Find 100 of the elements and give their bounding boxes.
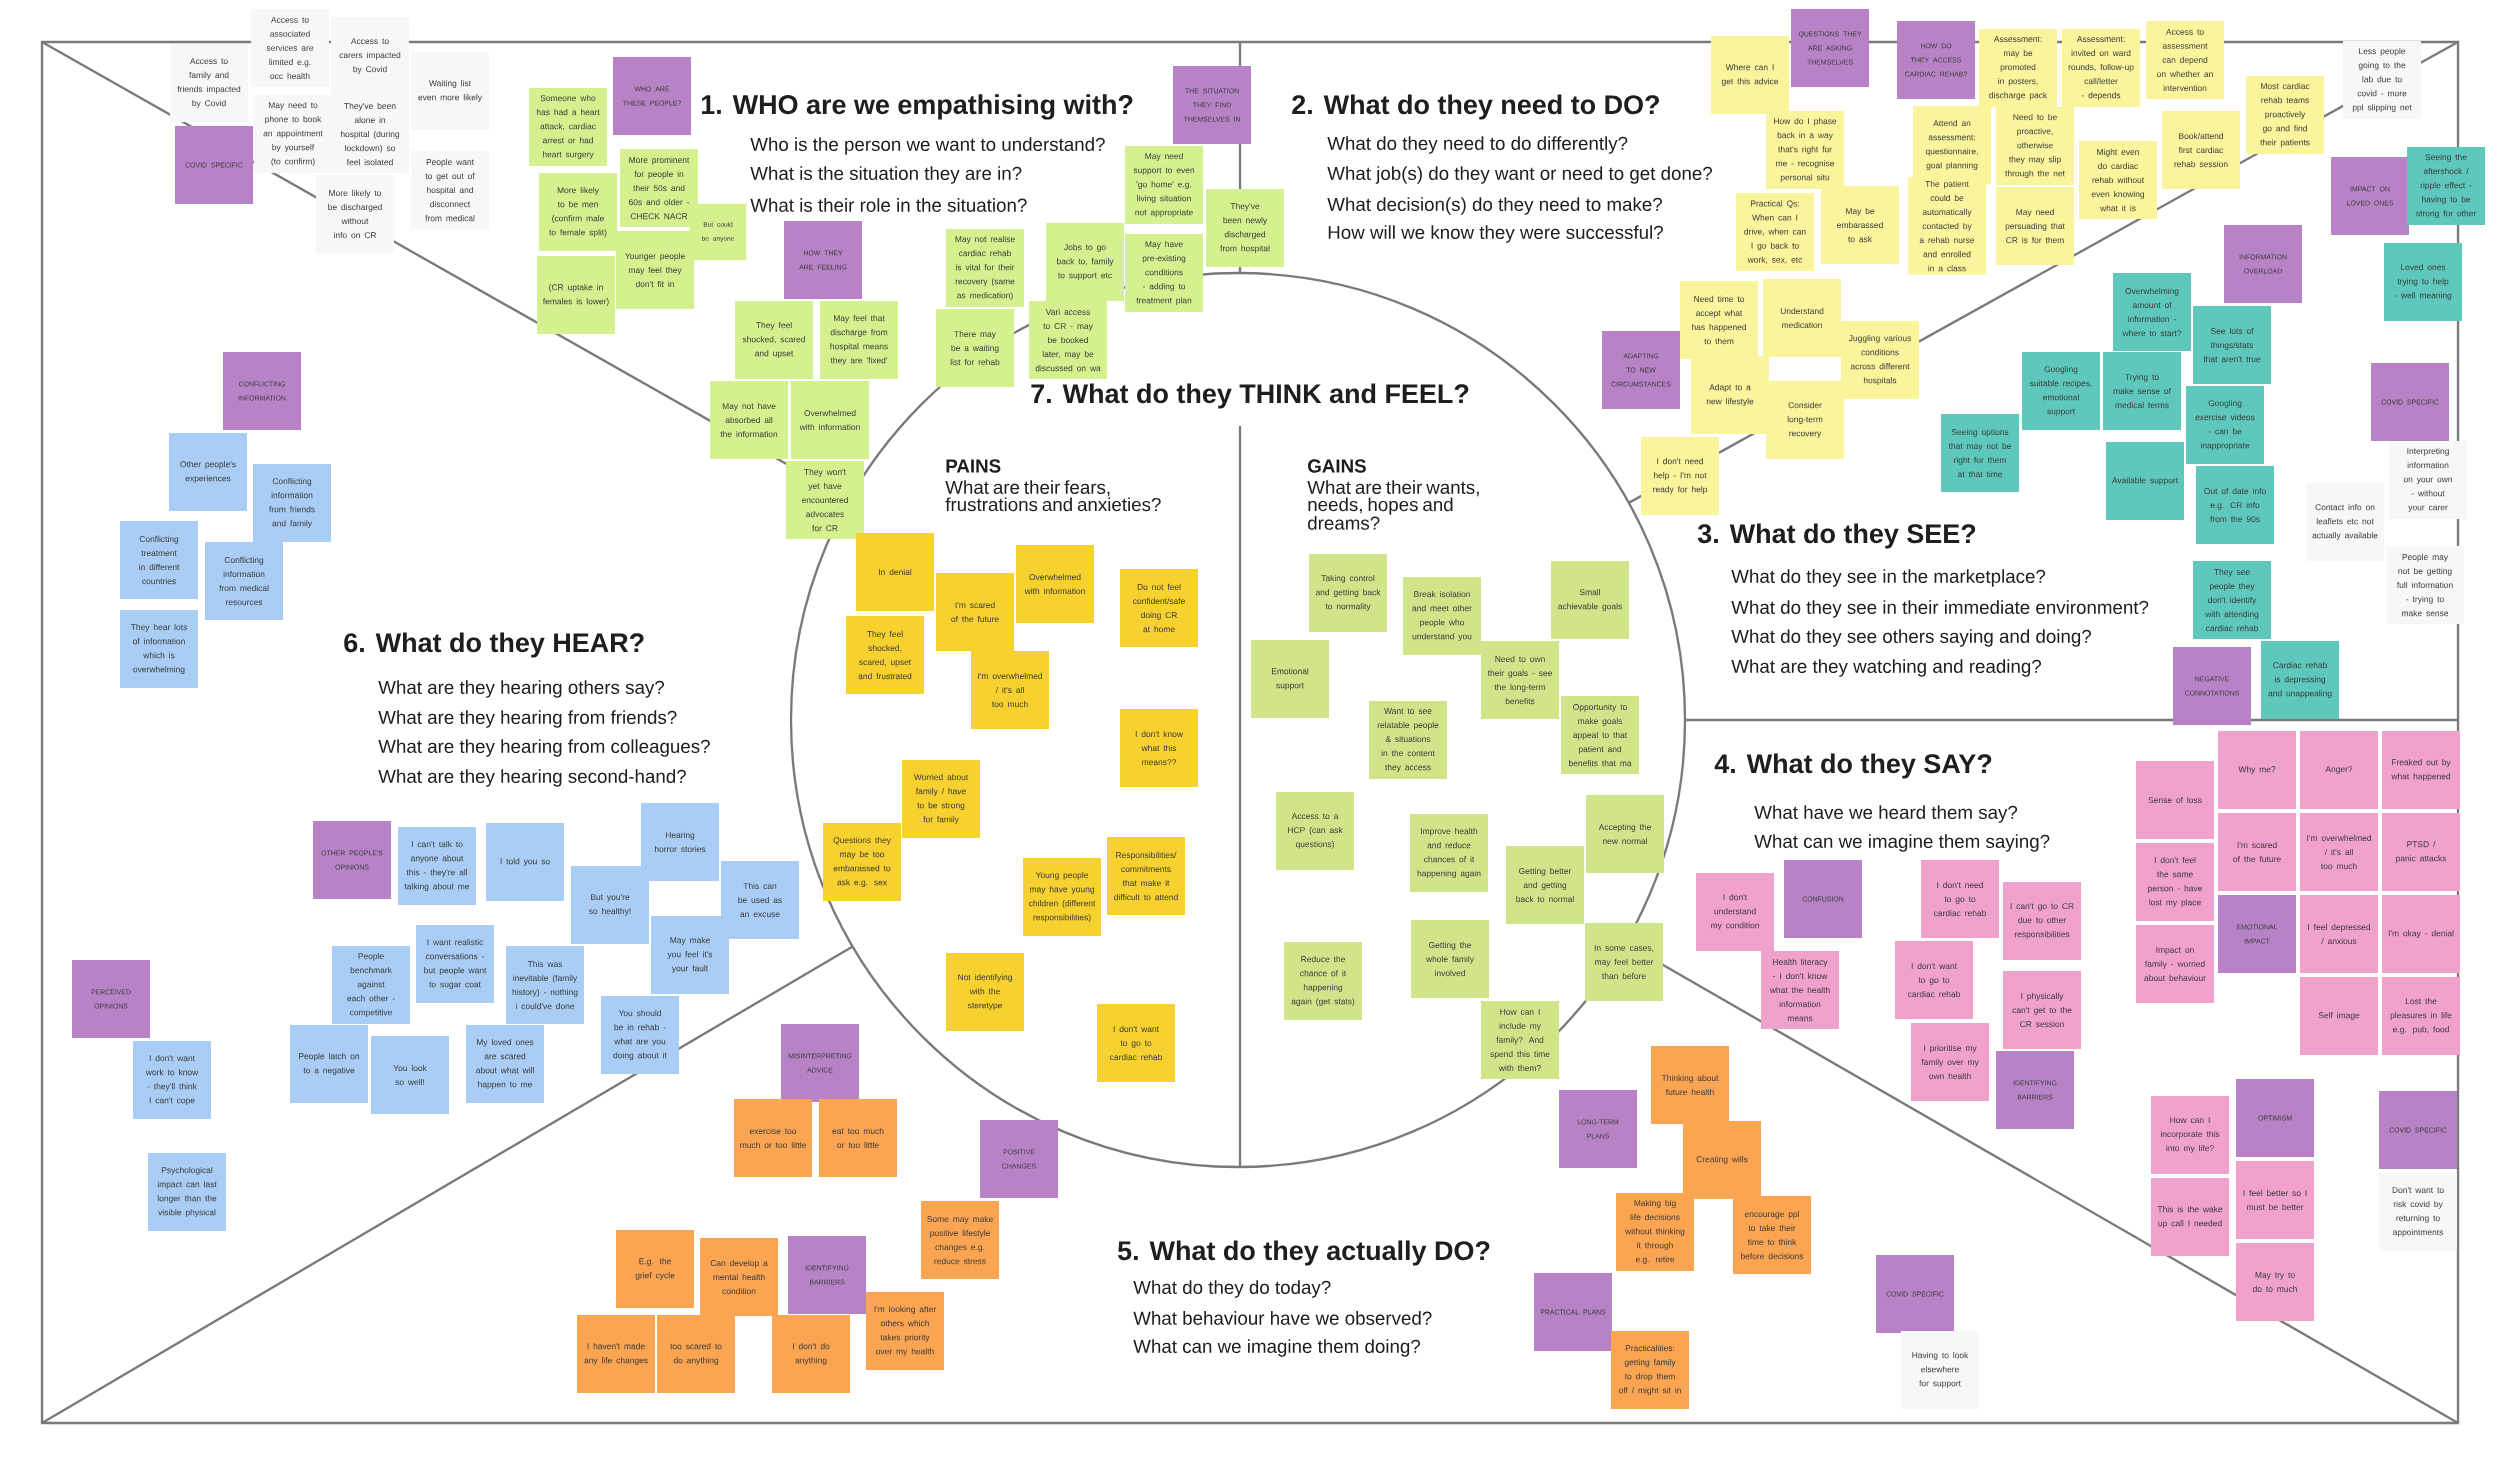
sticky-note: Need to be proactive, otherwise they may slip through the net [1996,107,2074,185]
sticky-note: Young people may have young children (different responsibilities) [1023,858,1101,936]
prompt-question: What do they see in the marketplace? [1731,569,2046,587]
sticky-note: Impact on family - worried about behaviour [2136,925,2214,1003]
sticky-note: Conflicting information from medical resources [205,542,283,620]
sticky-note: They see people they don't identify with attending cardiac rehab [2193,561,2271,639]
prompt-question: What is their role in the situation? [750,198,1027,212]
sticky-note: May not realise cardiac rehab is vital for their recovery (same as medication) [946,229,1024,307]
sticky-note: I don't need to go to cardiac rehab [1921,860,1999,938]
section-heading: 1. WHO are we empathising with? [701,94,1133,120]
sticky-note: Opportunity to make goals appeal to that patient and benefits that ma [1561,696,1639,774]
prompt-question: What are they watching and reading? [1731,659,2041,677]
sticky-note: Googling exercise videos - can be inappropriate [2186,386,2264,464]
sticky-note: Consider long-term recovery [1766,381,1844,459]
sticky-note: Contact info on leaflets etc not actually available [2306,483,2384,561]
sticky-note: More likely to be men (confirm male to female split) [539,173,617,251]
sticky-note: I'm overwhelmed / it's all too much [971,651,1049,729]
sticky-note: May need support to even 'go home' e.g. living situation not appropriate [1125,146,1203,224]
sticky-note: Practical Qs: When can I drive, when can I go back to work, sex, etc [1736,193,1814,271]
prompt-question: What can we imagine them saying? [1754,834,2050,852]
sticky-note: Most cardiac rehab teams proactively go and find their patients [2246,76,2324,154]
subheading: GAINS [1308,459,1366,473]
sticky-note: Less people going to the lab due to covid - more ppl slipping net [2343,41,2421,119]
prompt-question: How will we know they were successful? [1328,225,1663,243]
sticky-note: Worried about family / have to be strong for family [902,760,980,838]
sticky-note: I can't talk to anyone about this - they're all talking about me [398,827,476,905]
sticky-note: Health literacy - I don't know what the health information means [1761,951,1839,1029]
sticky-note: People benchmark against each other - competitive [332,946,410,1024]
sticky-note: I'm scared of the future [936,573,1014,651]
prompt-question: What are they hearing others say? [378,680,665,698]
sticky-note: Conflicting information from friends and family [253,464,331,542]
sticky-note: Assessment: may be promoted in posters, discharge pack [1979,29,2057,107]
sticky-note: Creating wills [1683,1121,1761,1199]
sticky-note: This is the wake up call I needed [2151,1178,2229,1256]
sticky-note: Interpreting information on your own - without your carer [2389,441,2467,519]
sticky-note: Jobs to go back to, family to support etc [1046,223,1124,301]
sticky-note: May make you feel it's your fault [651,916,729,994]
prompt-question: What are they hearing second-hand? [378,769,686,787]
sticky-note: More prominent for people in their 50s and 60s and older - CHECK NACR [620,149,698,227]
sticky-note: I don't need help - I'm not ready for help [1641,437,1719,515]
sticky-note: Having to look elsewhere for support [1901,1331,1979,1409]
sticky-note: Overwhelmed with information [1016,545,1094,623]
sticky-note: Trying to make sense of medical terms [2103,352,2181,430]
sticky-note: Juggling various conditions across different hospitals [1841,321,1919,399]
sticky-note: Out of date info e.g. CR info from the 90s [2196,466,2274,544]
sticky-note: I don't feel the same person - have lost my place [2136,843,2214,921]
prompt-question: What decision(s) do they need to make? [1327,197,1662,215]
sticky-note: I'm okay - denial [2382,895,2461,973]
sticky-note: Small achievable goals [1551,561,1629,639]
sticky-note: Access to family and friends impacted by Covid [170,44,248,122]
section-heading: 5. What do they actually DO? [1117,1240,1490,1266]
prompt-question: What do they do today? [1133,1280,1331,1298]
sticky-note: I don't want to go to cardiac rehab [1895,941,1973,1019]
sticky-note: I'm overwhelmed / it's all too much [2300,813,2378,891]
section-heading: 2. What do they need to DO? [1292,94,1659,120]
section-heading: 4. What do they SAY? [1714,753,1992,779]
sticky-note: This can be used as an excuse [721,861,799,939]
sticky-note: I told you so [486,823,564,901]
sticky-note: They won't yet have encountered advocates for CR [786,461,864,539]
sticky-note: Some may make positive lifestyle changes e.g. reduce stress [921,1201,999,1279]
sticky-note: Hearing horror stories [641,803,719,881]
sticky-note: Where can I get this advice [1711,36,1789,114]
sticky-note: Getting the whole family involved [1411,920,1489,998]
sticky-note: Making big life decisions without thinking it through e.g. retire [1616,1193,1694,1271]
sticky-note: I prioritise my family over my own health [1911,1023,1989,1101]
prompt-question: What behaviour have we observed? [1133,1311,1432,1325]
sticky-note: Might even do cardiac rehab without even knowing what it is [2079,141,2157,219]
sticky-note: I'm looking after others which takes priority over my health [866,1292,944,1370]
prompt-question: What do they need to do differently? [1327,136,1628,154]
sticky-note: Overwhelming amount of information - where to start? [2113,273,2191,351]
sticky-note: People latch on to a negative [290,1025,368,1103]
sticky-note: I physically can't get to the CR session [2003,971,2081,1049]
sticky-note: Taking control and getting back to normality [1309,554,1387,632]
sticky-note: (CR uptake in females is lower) [537,256,615,334]
sticky-note: May have pre-existing conditions - adding to treatment plan [1125,234,1203,312]
prompt-question: What have we heard them say? [1754,805,2018,823]
sticky-note: Available support [2106,442,2184,520]
sticky-note: eat too much or too little [819,1099,897,1177]
prompt-question: What do they see in their immediate environment? [1731,600,2149,618]
sticky-note: Vari access to CR - may be booked later, may be discussed on wa [1029,301,1107,379]
sticky-note: Lost the pleasures in life e.g. pub, food [2382,977,2461,1055]
sticky-note: I can't go to CR due to other responsibilities [2003,882,2081,960]
sticky-note: PTSD / panic attacks [2382,813,2461,891]
prompt-question: What is the situation they are in? [750,166,1022,184]
sticky-note: Responsibilities/ commitments that make it difficult to attend [1107,837,1185,915]
sticky-note: People may not be getting full information - trying to make sense [2386,546,2464,624]
sticky-note: I want realistic conversations - but people want to sugar coat [416,925,494,1003]
sticky-note: exercise too much or too little [734,1099,812,1177]
sticky-note: I don't want work to know - they'll think I can't cope [133,1041,211,1119]
sticky-note: Do not feel confident/safe doing CR at home [1120,569,1198,647]
sticky-note: Assessment: invited on ward rounds, follow-up call/letter - depends [2062,29,2140,107]
sticky-note: too scared to do anything [657,1315,735,1393]
sticky-note: How can I include my family? And spend this time with them? [1481,1001,1559,1079]
sticky-note: Can develop a mental health condition [700,1238,778,1316]
sticky-note: Break isolation and meet other people who understand you [1403,577,1481,655]
sticky-note: Questions they may be too embarassed to ask e.g. sex [823,823,901,901]
prompt-question: What are their wants, needs, hopes and dreams? [1307,480,1479,530]
sticky-note: Don't want to risk covid by returning to appointments [2379,1173,2457,1251]
sticky-note: Anger? [2300,731,2378,809]
sticky-note: They've been newly discharged from hospital [1206,189,1284,267]
